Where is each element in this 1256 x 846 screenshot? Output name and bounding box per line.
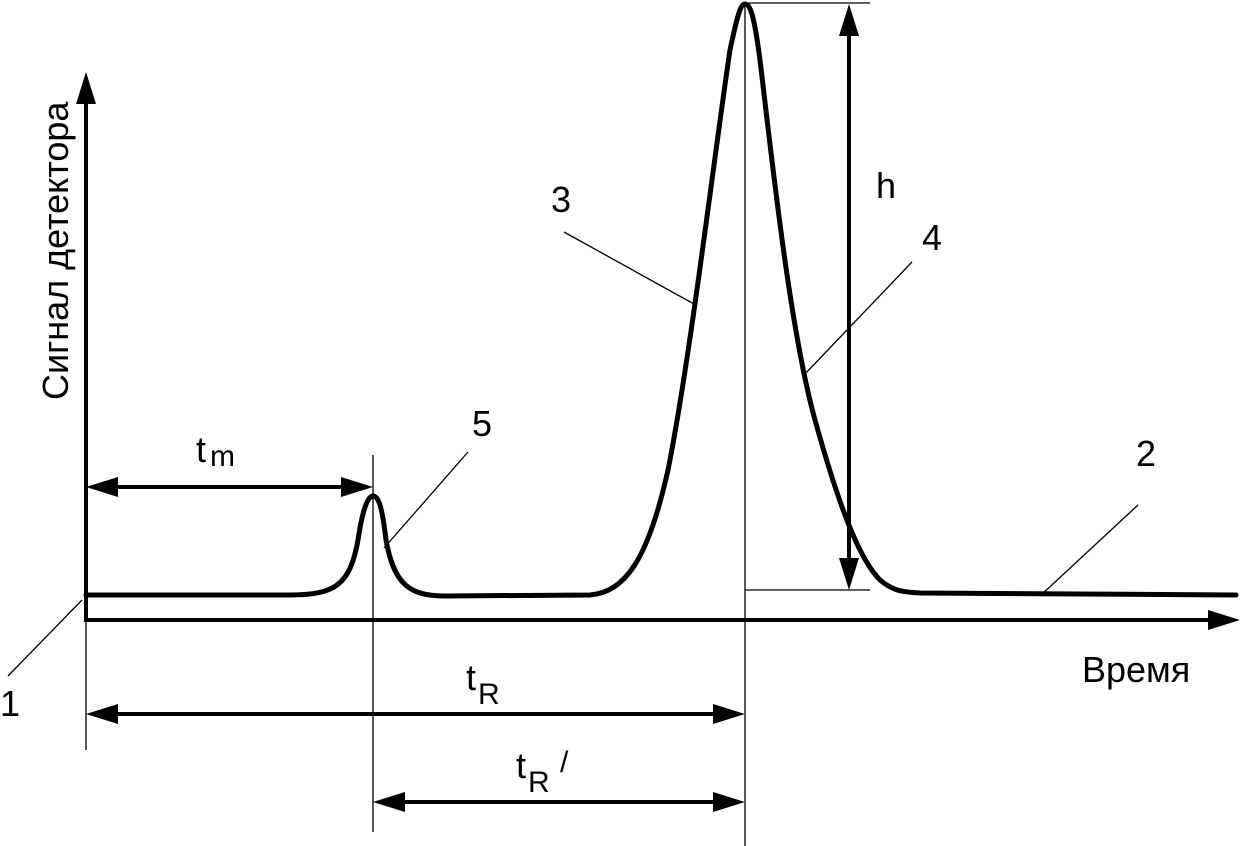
leader-line-3: [563, 231, 695, 305]
leader-line-5: [383, 451, 469, 549]
tm-label-subscript: m: [210, 440, 235, 473]
callout-number-3: 3: [551, 179, 571, 220]
x-axis-label: Время: [1082, 649, 1190, 690]
tm-arrowhead-right: [341, 477, 373, 497]
chromatogram-curve: [83, 1, 1239, 599]
tm-label-main: t: [196, 429, 206, 470]
leader-line-2: [1039, 504, 1139, 597]
tR-prime-label-main: t: [516, 745, 526, 786]
leader-line-4: [803, 261, 913, 376]
tR-prime-label-prime: /: [560, 746, 569, 779]
peak-height-arrowhead-top: [839, 4, 859, 36]
peak-height-label: h: [876, 165, 896, 206]
callout-number-1: 1: [0, 683, 20, 724]
tR-prime-label-subscript: R: [528, 766, 550, 799]
callout-number-2: 2: [1136, 433, 1156, 474]
tR-label-subscript: R: [478, 678, 500, 711]
leader-line-1: [7, 599, 83, 677]
tR-arrowhead-right: [713, 704, 745, 724]
callout-number-4: 4: [922, 217, 942, 258]
y-axis-arrowhead: [76, 72, 96, 104]
y-axis-label: Сигнал детектора: [35, 101, 76, 400]
tR-prime-arrowhead-right: [713, 792, 745, 812]
tR-label-main: t: [466, 657, 476, 698]
tm-arrowhead-left: [86, 477, 118, 497]
tR-prime-arrowhead-left: [373, 792, 405, 812]
tR-arrowhead-left: [86, 704, 118, 724]
x-axis-arrowhead: [1208, 610, 1240, 630]
peak-height-arrowhead-bottom: [839, 558, 859, 590]
callout-number-5: 5: [472, 403, 492, 444]
